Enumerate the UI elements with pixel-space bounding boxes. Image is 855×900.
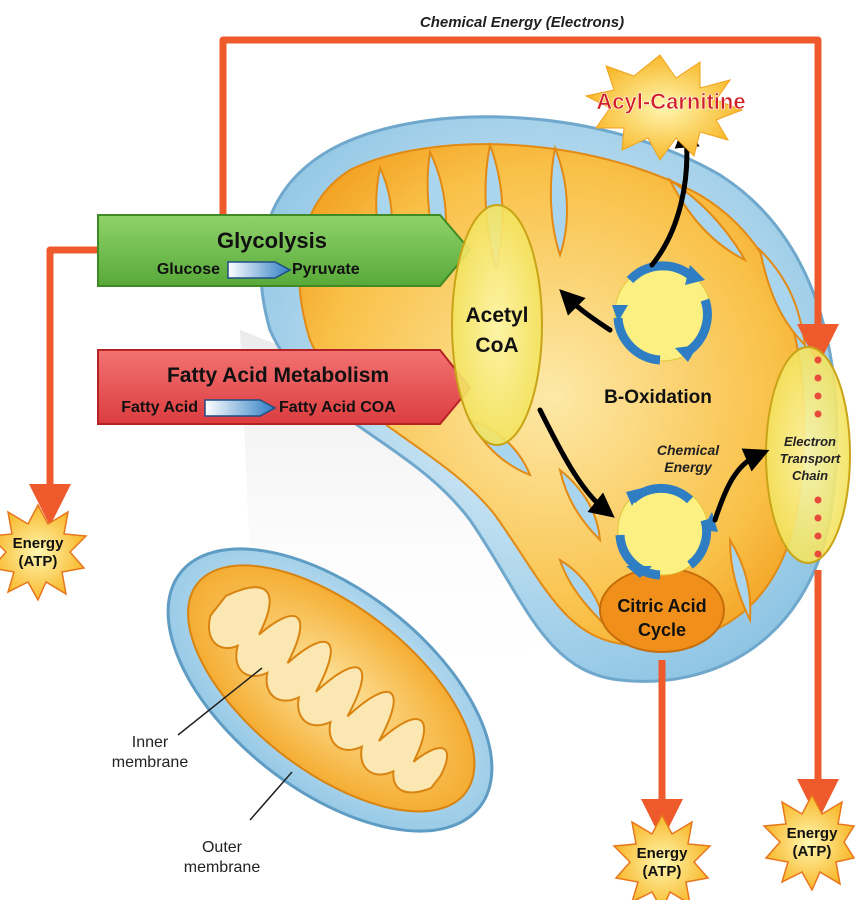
outer-membrane-pointer — [250, 772, 292, 820]
fatty-acid-banner: Fatty Acid Metabolism Fatty Acid Fatty A… — [98, 350, 470, 424]
b-oxidation-label: B-Oxidation — [604, 387, 712, 408]
fatty-acid-blue-arrow — [205, 400, 275, 416]
etc-label-line1: Electron — [784, 434, 836, 449]
inner-membrane-line1: Inner — [132, 734, 169, 751]
glycolysis-from: Glucose — [157, 261, 220, 278]
chemical-energy-line1: Chemical — [657, 442, 720, 458]
inner-membrane-line2: membrane — [112, 754, 189, 771]
energy-left-atp: (ATP) — [19, 553, 58, 570]
energy-citric-word: Energy — [637, 845, 689, 862]
energy-left-word: Energy — [13, 535, 65, 552]
energy-citric-atp: (ATP) — [643, 863, 682, 880]
energy-etc-atp: (ATP) — [793, 843, 832, 860]
top-arrow-label: Chemical Energy (Electrons) — [420, 14, 624, 31]
energy-etc-word: Energy — [787, 825, 839, 842]
fatty-acid-title: Fatty Acid Metabolism — [167, 364, 389, 387]
glycolysis-title: Glycolysis — [217, 228, 327, 253]
outer-membrane-line1: Outer — [202, 839, 243, 856]
etc-label-line2: Transport — [780, 451, 841, 466]
fatty-acid-to: Fatty Acid COA — [279, 399, 396, 416]
citric-acid-line1: Citric Acid — [617, 596, 706, 616]
glycolysis-energy-arrow — [50, 250, 98, 505]
glycolysis-blue-arrow — [228, 262, 290, 278]
glycolysis-to: Pyruvate — [292, 261, 360, 278]
glycolysis-banner: Glycolysis Glucose Pyruvate — [98, 215, 470, 286]
chemical-energy-line2: Energy — [664, 459, 713, 475]
acetyl-coa-line1: Acetyl — [465, 304, 528, 327]
citric-acid-line2: Cycle — [638, 620, 686, 640]
etc-label-line3: Chain — [792, 468, 828, 483]
outer-membrane-line2: membrane — [184, 859, 261, 876]
acyl-carnitine-label: Acyl-Carnitine — [596, 89, 745, 114]
acetyl-coa-line2: CoA — [475, 334, 518, 357]
fatty-acid-from: Fatty Acid — [121, 399, 198, 416]
